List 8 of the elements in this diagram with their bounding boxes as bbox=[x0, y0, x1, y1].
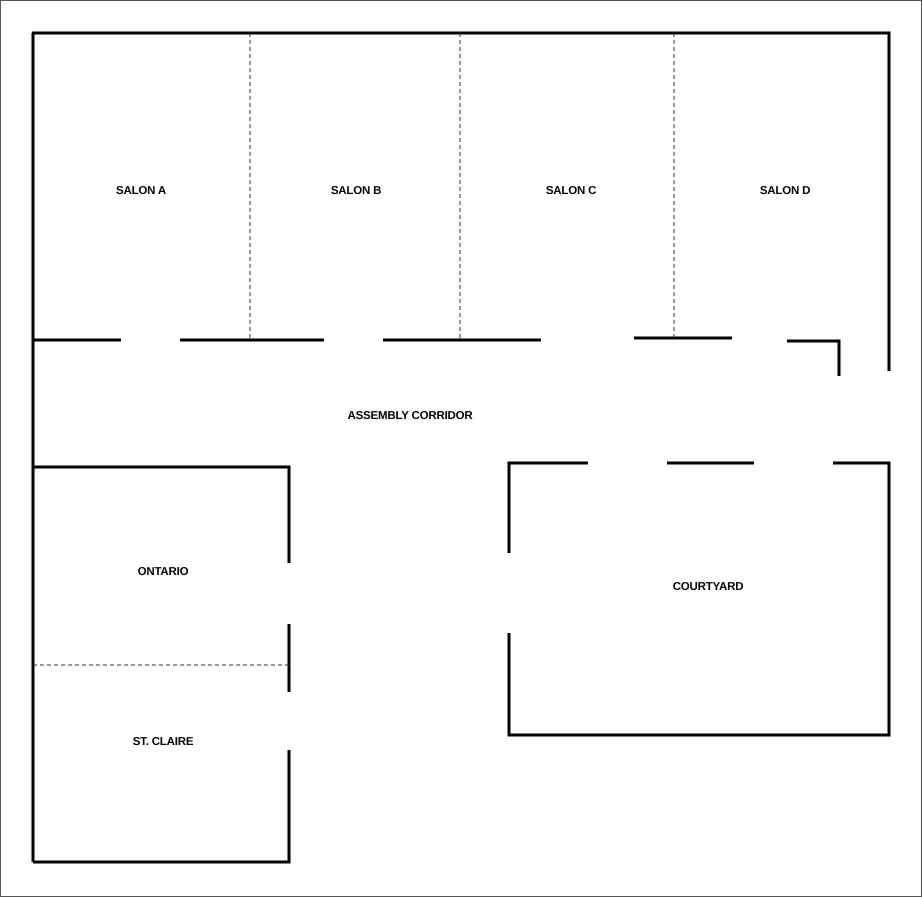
room-label: SALON B bbox=[330, 185, 382, 197]
courtyard-label: COURTYARD bbox=[672, 581, 744, 593]
room-label: SALON D bbox=[760, 185, 810, 197]
room-label: SALON C bbox=[546, 185, 596, 197]
room-label: SALON A bbox=[116, 185, 166, 197]
room-label: ST. CLAIRE bbox=[132, 736, 194, 748]
room-label: ONTARIO bbox=[138, 566, 188, 578]
corridor-label: ASSEMBLY CORRIDOR bbox=[347, 410, 473, 422]
